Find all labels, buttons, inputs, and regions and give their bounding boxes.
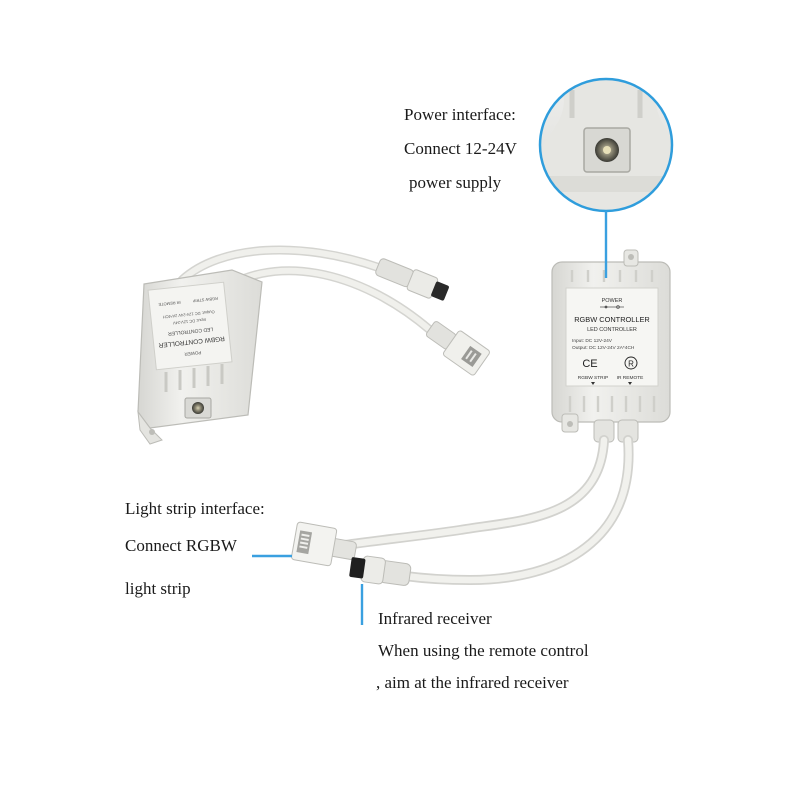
front-cables xyxy=(340,435,634,586)
power-callout-title: Power interface: xyxy=(404,105,516,124)
front-label-output: Output: DC 12V-24V 2A*4CH xyxy=(572,345,635,351)
strip-callout-title: Light strip interface: xyxy=(125,499,265,518)
ir-callout-title: Infrared receiver xyxy=(378,609,492,628)
back-label-output: Output: DC 12V-24V 2A*4CH xyxy=(163,309,215,319)
back-label-ir: IR REMOTE xyxy=(158,300,181,307)
back-label-power: POWER xyxy=(183,350,201,357)
ir-receiver-plug xyxy=(349,555,412,586)
front-label-power: POWER xyxy=(602,298,623,304)
rgbw-strip-connector xyxy=(291,521,357,567)
front-label-input: Input: DC 12V-24V xyxy=(572,338,613,344)
back-dc-jack-icon xyxy=(192,402,204,414)
power-callout-line-2: Connect 12-24V xyxy=(404,139,517,158)
front-label-ir-port: IR REMOTE xyxy=(617,375,644,381)
ir-callout-line-3: , aim at the infrared receiver xyxy=(376,673,569,692)
front-bottom-ribs xyxy=(568,396,656,412)
ir-sensor-icon xyxy=(349,557,366,579)
back-label-strip: RGBW STRIP xyxy=(192,296,218,304)
back-strip-plug xyxy=(425,321,490,376)
back-housing-ribs xyxy=(164,364,224,392)
r-mark-icon xyxy=(624,356,638,370)
front-top-ribs xyxy=(570,270,654,282)
back-label-subtitle: LED CONTROLLER xyxy=(167,326,213,337)
front-label-title: RGBW CONTROLLER xyxy=(574,315,650,324)
ir-callout-line-2: When using the remote control xyxy=(378,641,589,660)
front-label-subtitle: LED CONTROLLER xyxy=(587,327,637,333)
power-jack-zoom xyxy=(538,77,674,213)
back-label-input: Input: DC 12V-24V xyxy=(172,317,206,325)
ce-mark-icon: CE xyxy=(582,358,597,370)
back-controller: RGBW CONTROLLER LED CONTROLLER Input: DC… xyxy=(137,245,490,445)
r-mark-letter: R xyxy=(628,360,634,369)
power-callout-line-3: power supply xyxy=(409,173,502,192)
strip-callout-line-2: Connect RGBW xyxy=(125,536,237,555)
front-label-strip-port: RGBW STRIP xyxy=(578,375,608,381)
front-controller: POWER RGBW CONTROLLER LED CONTROLLER Inp… xyxy=(551,249,671,443)
back-ir-plug xyxy=(375,258,449,301)
strip-callout-line-3: light strip xyxy=(125,579,191,598)
